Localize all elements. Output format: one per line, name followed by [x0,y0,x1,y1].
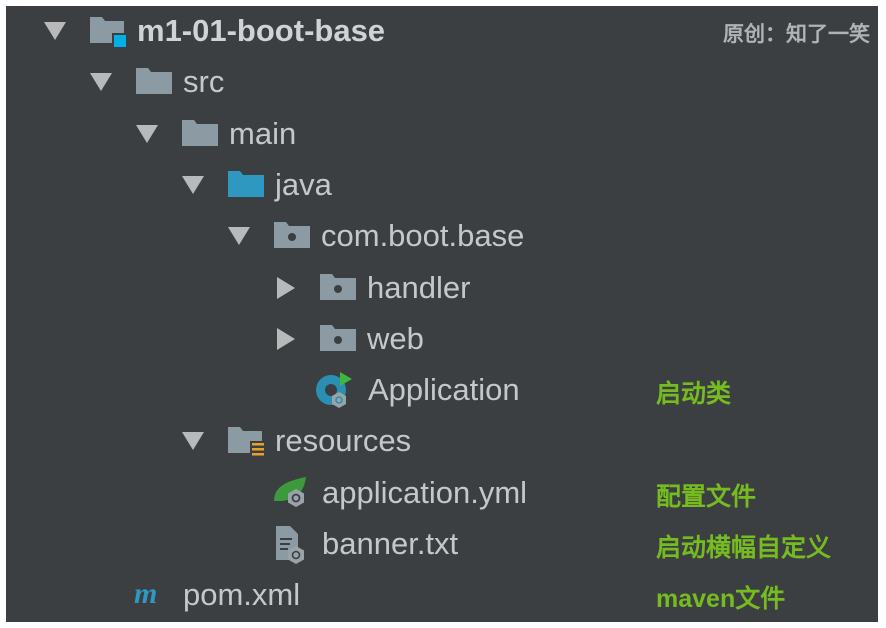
resources-folder-icon [228,425,264,460]
tree-item-label: com.boot.base [321,218,525,254]
tree-item-label: web [367,320,424,356]
tree-item-label: Application [368,372,520,408]
tree-item-label: banner.txt [322,526,459,561]
folder-icon [136,66,172,96]
source-folder-icon [228,169,264,199]
tree-item-java[interactable]: java [6,160,866,210]
tree-item-label: src [183,64,225,100]
maven-icon: m [134,577,170,610]
tree-item-pom-xml[interactable]: m pom.xml [6,570,866,620]
annotation-note: 启动横幅自定义 [656,534,832,562]
tree-item-m1-01-boot-base[interactable]: m1-01-boot-base [6,6,866,56]
tree-item-label: resources [275,423,412,459]
tree-item-label: m1-01-boot-base [137,13,386,48]
annotation-note: 启动类 [656,380,732,409]
package-icon [320,272,356,302]
spring-yml-icon [272,473,308,507]
tree-item-src[interactable]: src [6,57,866,107]
tree-item-label: handler [367,269,471,305]
svg-text:m: m [134,579,157,609]
collapse-arrow-icon[interactable] [228,227,250,246]
spring-boot-class-icon [314,370,352,409]
tree-item-label: main [229,115,297,151]
tree-item-handler[interactable]: handler [6,263,866,313]
tree-item-label: java [275,166,332,202]
tree-item-com-boot-base[interactable]: com.boot.base [6,211,866,261]
folder-icon [182,118,218,148]
package-icon [320,323,356,353]
annotation-note: 配置文件 [656,482,757,511]
tree-item-application-yml[interactable]: application.yml [6,468,866,518]
annotation-note: maven文件 [656,585,786,614]
collapse-arrow-icon[interactable] [182,175,204,194]
tree-item-resources[interactable]: resources [6,416,866,466]
expand-arrow-icon[interactable] [277,327,295,350]
tree-item-application[interactable]: Application [6,365,866,415]
banner-file-icon [272,524,308,564]
collapse-arrow-icon[interactable] [182,432,204,451]
package-icon [274,220,310,250]
tree-item-main[interactable]: main [6,109,866,159]
collapse-arrow-icon[interactable] [44,22,66,40]
collapse-arrow-icon[interactable] [136,124,158,143]
watermark: 原创：知了一笑 [723,23,870,46]
tree-item-label: pom.xml [183,577,301,613]
tree-item-label: application.yml [322,474,528,510]
module-folder-icon [90,15,126,47]
tree-item-banner-txt[interactable]: banner.txt [6,519,866,569]
tree-item-web[interactable]: web [6,314,866,364]
collapse-arrow-icon[interactable] [90,73,112,92]
expand-arrow-icon[interactable] [277,276,295,299]
